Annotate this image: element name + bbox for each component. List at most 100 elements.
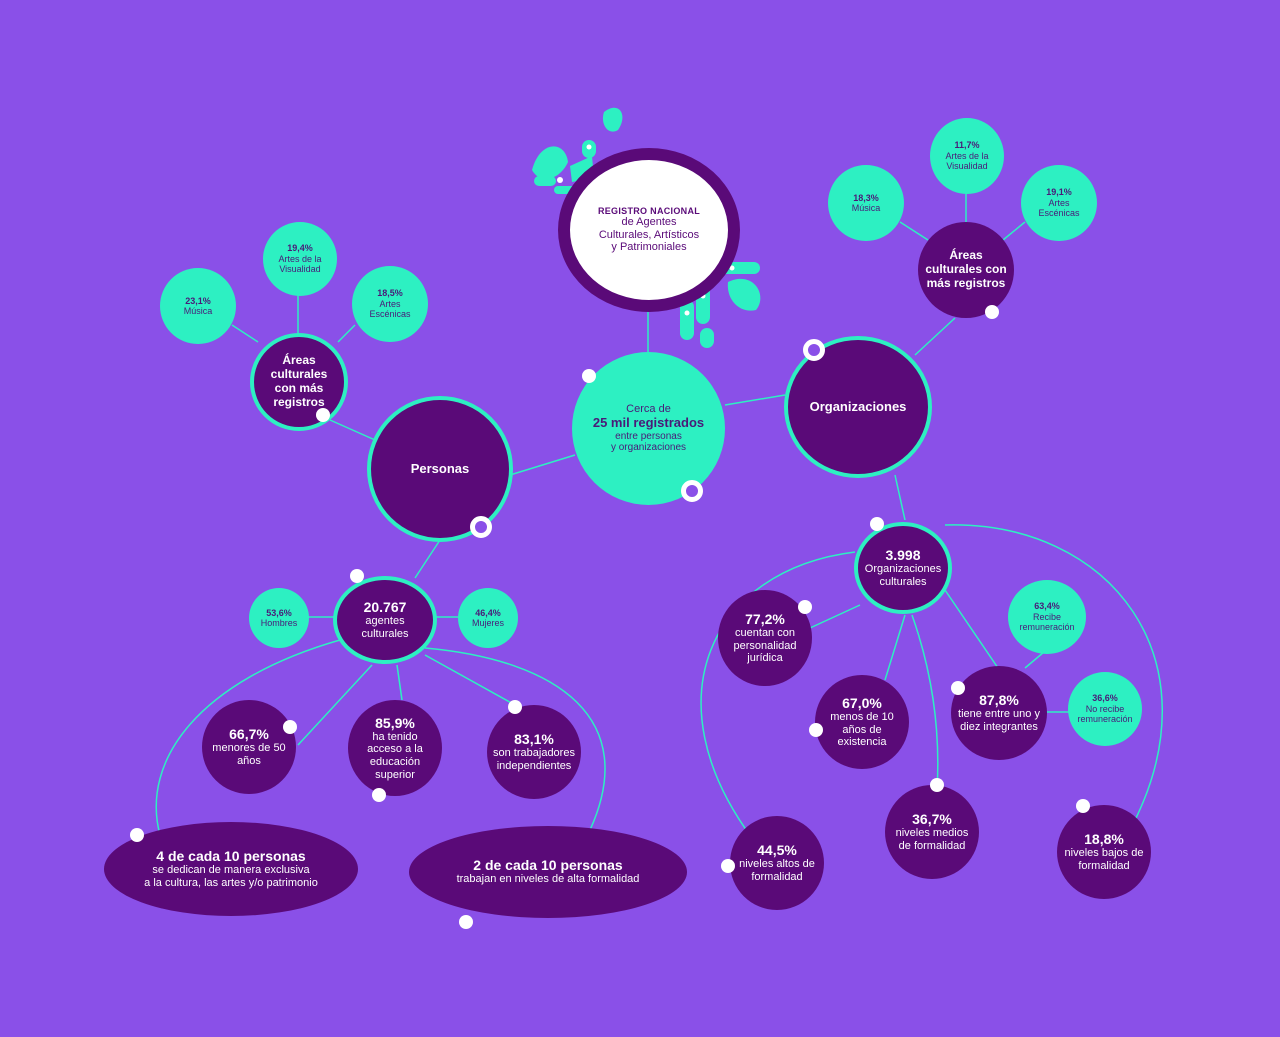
stat-pct: 44,5%: [757, 842, 797, 859]
stat-label: niveles bajos de formalidad: [1064, 847, 1144, 873]
area-label: Artes de la Visualidad: [945, 150, 989, 172]
org-remuneracion-no: 36,6% No recibe remuneración: [1068, 672, 1142, 746]
title-line-2: de Agentes: [621, 216, 677, 229]
connector-ring-dot: [470, 516, 492, 538]
total-label: agentes culturales: [361, 615, 409, 641]
summary-line: se dedican de manera exclusiva: [152, 863, 310, 876]
total-value: 3.998: [885, 547, 921, 564]
area-pct: 18,3%: [853, 192, 879, 203]
personas-node: Personas: [367, 396, 513, 542]
stat-pct: 77,2%: [745, 610, 785, 627]
remuneration-label: Recibe remuneración: [1019, 611, 1075, 633]
area-pct: 18,5%: [377, 288, 403, 299]
personas-total-node: 20.767 agentes culturales: [333, 576, 437, 664]
org-stat-formalidad-baja: 18,8% niveles bajos de formalidad: [1057, 805, 1151, 899]
stat-label: cuentan con personalidad jurídica: [733, 627, 797, 665]
personas-summary-formalidad: 2 de cada 10 personas trabajan en nivele…: [409, 826, 687, 918]
personas-stat-educacion: 85,9% ha tenido acceso a la educación su…: [348, 700, 442, 796]
area-label: Artes Escénicas: [1038, 197, 1080, 219]
connector-dot: [508, 700, 522, 714]
connector-dot: [316, 408, 330, 422]
gender-label: Hombres: [260, 618, 298, 628]
org-stat-formalidad-media: 36,7% niveles medios de formalidad: [885, 785, 979, 879]
org-stat-formalidad-alta: 44,5% niveles altos de formalidad: [730, 816, 824, 910]
remuneration-pct: 36,6%: [1092, 693, 1118, 704]
org-stat-juridica: 77,2% cuentan con personalidad jurídica: [718, 590, 812, 686]
personas-area-visualidad: 19,4% Artes de la Visualidad: [263, 222, 337, 296]
remuneration-label: No recibe remuneración: [1077, 703, 1133, 725]
connector-dot: [459, 915, 473, 929]
summary-line: trabajan en niveles de alta formalidad: [456, 873, 640, 886]
organizaciones-areas-node: Áreas culturales con más registros: [918, 222, 1014, 318]
personas-label: Personas: [410, 460, 470, 476]
gender-pct: 46,4%: [475, 607, 501, 618]
organizaciones-areas-label: Áreas culturales con más registros: [925, 248, 1007, 290]
area-label: Música: [183, 306, 213, 316]
summary-headline: 2 de cada 10 personas: [473, 857, 623, 874]
stat-pct: 67,0%: [842, 694, 882, 711]
total-registered-node: Cerca de 25 mil registrados entre person…: [572, 352, 725, 505]
area-label: Música: [851, 203, 881, 213]
connector-dot: [350, 569, 364, 583]
personas-areas-label: Áreas culturales con más registros: [270, 353, 328, 409]
org-stat-existencia: 67,0% menos de 10 años de existencia: [815, 675, 909, 769]
center-line-3: entre personas: [615, 430, 682, 442]
connector-dot: [809, 723, 823, 737]
gender-label: Mujeres: [471, 618, 504, 628]
connector-ring-dot: [681, 480, 703, 502]
stat-label: son trabajadores independientes: [493, 747, 575, 773]
center-line-1: Cerca de: [626, 403, 671, 416]
personas-summary-exclusiva: 4 de cada 10 personas se dedican de mane…: [104, 822, 358, 916]
connector-dot: [1076, 799, 1090, 813]
gender-hombres: 53,6% Hombres: [249, 588, 309, 648]
connector-dot: [798, 600, 812, 614]
gender-pct: 53,6%: [266, 607, 292, 618]
organizaciones-label: Organizaciones: [809, 398, 907, 414]
center-line-2: 25 mil registrados: [592, 414, 705, 430]
area-pct: 19,4%: [287, 243, 313, 254]
organizaciones-total-node: 3.998 Organizaciones culturales: [854, 522, 952, 614]
connector-dot: [372, 788, 386, 802]
org-area-escenicas: 19,1% Artes Escénicas: [1021, 165, 1097, 241]
summary-headline: 4 de cada 10 personas: [156, 847, 306, 864]
stat-label: ha tenido acceso a la educación superior: [367, 730, 423, 781]
stat-label: menores de 50 años: [212, 742, 286, 768]
org-area-musica: 18,3% Música: [828, 165, 904, 241]
stat-pct: 36,7%: [912, 811, 952, 828]
connector-dot: [130, 828, 144, 842]
stat-pct: 83,1%: [514, 731, 554, 748]
gender-mujeres: 46,4% Mujeres: [458, 588, 518, 648]
stat-label: tiene entre uno y diez integrantes: [958, 708, 1040, 734]
stat-label: niveles medios de formalidad: [895, 827, 969, 853]
stat-label: menos de 10 años de existencia: [830, 711, 894, 749]
area-label: Artes de la Visualidad: [278, 253, 322, 275]
total-label: Organizaciones culturales: [864, 563, 942, 589]
stat-pct: 85,9%: [375, 714, 415, 731]
stat-pct: 66,7%: [229, 726, 269, 743]
connector-dot: [283, 720, 297, 734]
remuneration-pct: 63,4%: [1034, 601, 1060, 612]
stat-pct: 18,8%: [1084, 831, 1124, 848]
personas-area-musica: 23,1% Música: [160, 268, 236, 344]
area-pct: 23,1%: [185, 295, 211, 306]
total-value: 20.767: [363, 599, 407, 616]
personas-area-escenicas: 18,5% Artes Escénicas: [352, 266, 428, 342]
summary-line: a la cultura, las artes y/o patrimonio: [144, 877, 318, 889]
stat-label: niveles altos de formalidad: [739, 858, 815, 884]
connector-dot: [721, 859, 735, 873]
personas-stat-edad: 66,7% menores de 50 años: [202, 700, 296, 794]
org-stat-integrantes: 87,8% tiene entre uno y diez integrantes: [951, 666, 1047, 760]
personas-areas-node: Áreas culturales con más registros: [250, 333, 348, 431]
title-line-3: Culturales, Artísticos: [598, 228, 700, 241]
org-remuneracion-si: 63,4% Recibe remuneración: [1008, 580, 1086, 654]
connector-dot: [985, 305, 999, 319]
connector-dot: [870, 517, 884, 531]
connector-dot: [930, 778, 944, 792]
area-pct: 11,7%: [954, 140, 980, 151]
registry-title-node: REGISTRO NACIONAL de Agentes Culturales,…: [558, 148, 740, 312]
area-label: Artes Escénicas: [369, 298, 411, 320]
org-area-visualidad: 11,7% Artes de la Visualidad: [930, 118, 1004, 194]
area-pct: 19,1%: [1046, 187, 1072, 198]
personas-stat-independientes: 83,1% son trabajadores independientes: [487, 705, 581, 799]
